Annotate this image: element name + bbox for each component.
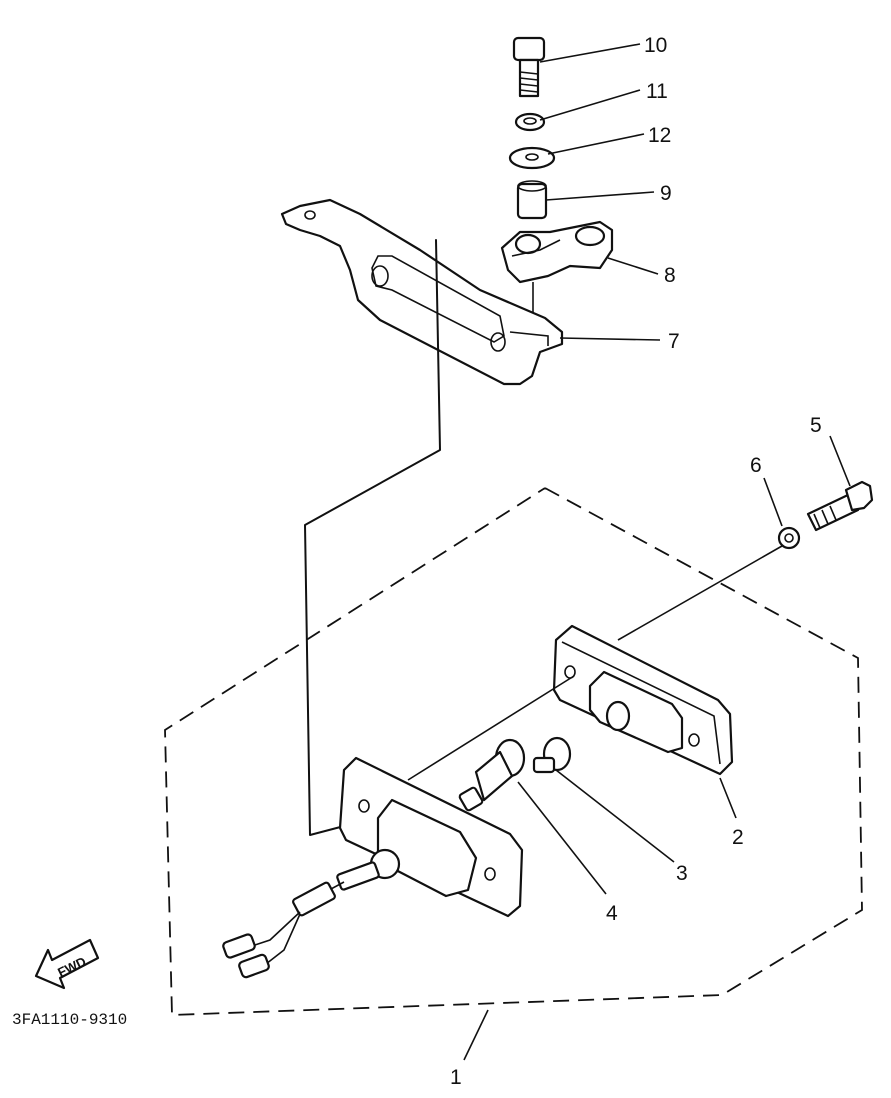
bulb-3-part — [532, 736, 572, 774]
bolt-5-part — [806, 480, 874, 532]
callout-3: 3 — [676, 862, 688, 885]
bolt-10-part — [512, 36, 546, 98]
callout-8: 8 — [664, 264, 676, 287]
callout-1: 1 — [450, 1066, 462, 1089]
part-code: 3FA1110-9310 — [12, 1011, 127, 1029]
washer-12-part — [508, 146, 556, 170]
washer-6-part — [777, 526, 801, 550]
collar-9-part — [516, 180, 548, 220]
wire-harness-part — [222, 881, 345, 979]
callout-2: 2 — [732, 826, 744, 849]
callout-12: 12 — [648, 124, 671, 147]
fwd-arrow-icon: FWD — [34, 938, 100, 990]
callout-9: 9 — [660, 182, 672, 205]
socket-4-part — [458, 738, 526, 812]
housing-1-part — [336, 756, 524, 918]
callout-5: 5 — [810, 414, 822, 437]
wire-route-line — [304, 239, 441, 836]
callout-10: 10 — [644, 34, 667, 57]
callout-4: 4 — [606, 902, 618, 925]
callout-7: 7 — [668, 330, 680, 353]
stay-8-part — [500, 220, 614, 284]
assembly-boundary — [164, 487, 863, 1016]
callout-leaders — [463, 43, 851, 1061]
lens-2-part — [552, 624, 734, 776]
callout-6: 6 — [750, 454, 762, 477]
callout-11: 11 — [646, 80, 668, 103]
bracket-7-part — [280, 198, 564, 386]
lock-washer-11-part — [514, 112, 546, 132]
